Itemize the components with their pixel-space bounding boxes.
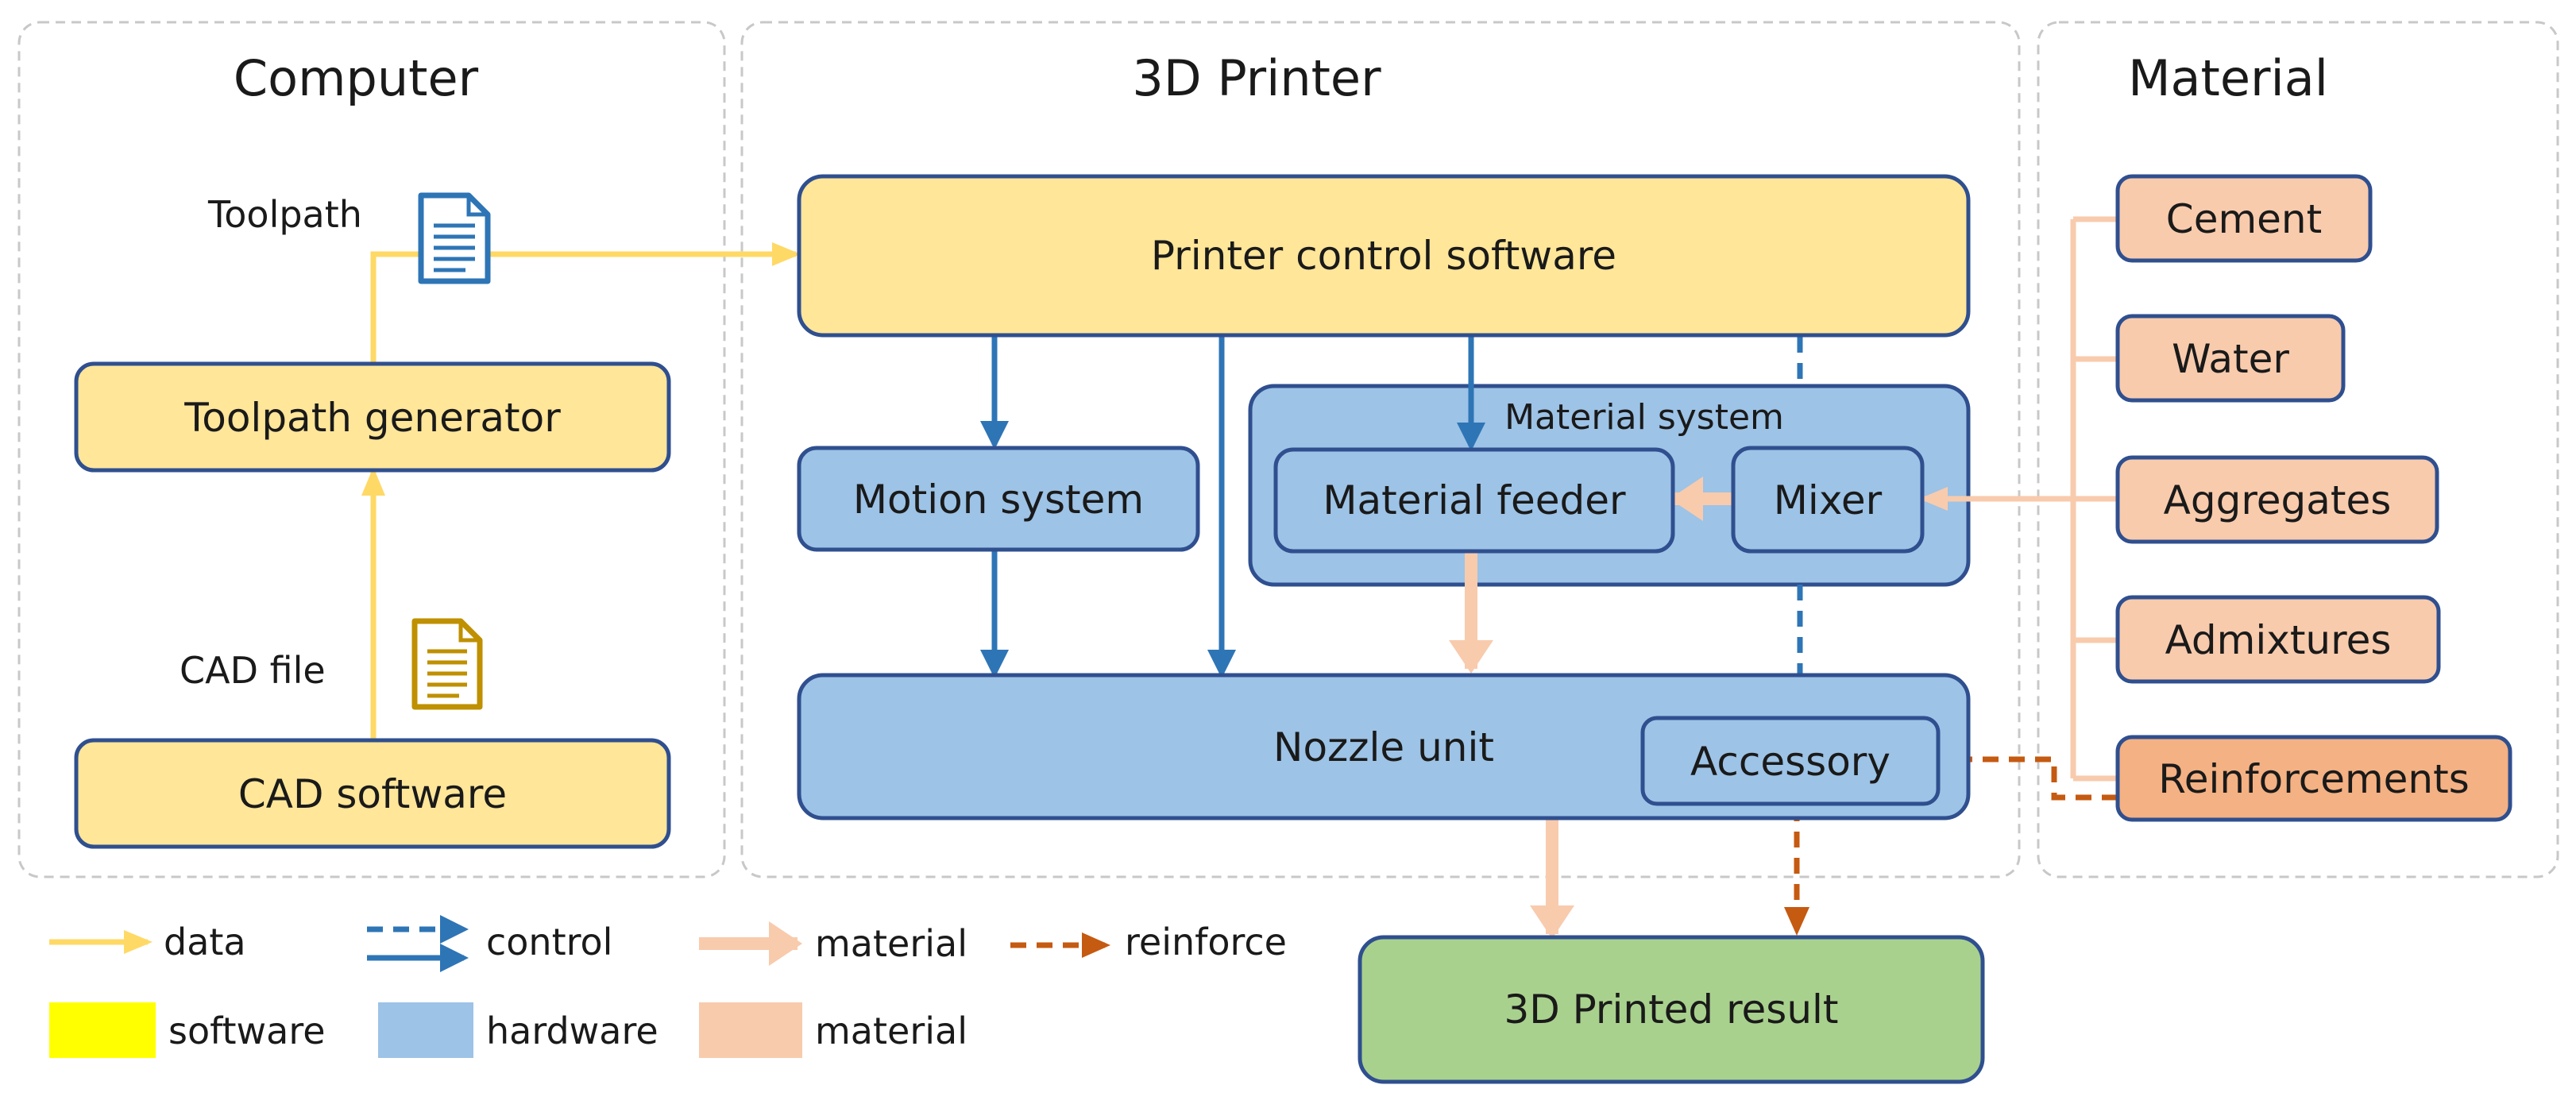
cad-software-box (74, 738, 671, 849)
reinforcements-to-accessory-arrow (1940, 747, 2118, 801)
reinforcements-box (2115, 735, 2512, 822)
mixer-label: Mixer (1774, 477, 1883, 523)
legend-reinforce-label: reinforce (1125, 921, 1287, 963)
accessory-label: Accessory (1690, 739, 1890, 785)
aggregates-box (2115, 455, 2439, 544)
printer-panel-title: 3D Printer (1132, 49, 1381, 107)
legend-control-label: control (486, 921, 612, 963)
aggregates-label: Aggregates (2164, 477, 2392, 523)
printer-control-software-label: Printer control software (1151, 233, 1616, 279)
legend-material-type-label: material (815, 1010, 967, 1052)
nozzle-unit-label: Nozzle unit (1273, 724, 1494, 770)
material-feeder-box (1273, 447, 1675, 554)
toolpath-label: Toolpath (207, 193, 362, 236)
toolpath-generator-box (74, 361, 671, 473)
mixer-box (1731, 446, 1925, 554)
reinforce-flows (1784, 747, 2118, 936)
legend: data control material reinforce software… (49, 915, 1287, 1058)
water-label: Water (2172, 336, 2289, 382)
cad-document-icon (411, 618, 483, 710)
printed-result-box (1358, 935, 1985, 1084)
motion-system-box (797, 446, 1200, 552)
cement-label: Cement (2166, 196, 2322, 242)
legend-material-swatch (699, 1002, 802, 1058)
toolpath-generator-label: Toolpath generator (183, 395, 561, 441)
toolpath-document-icon (418, 192, 491, 284)
cement-box (2115, 174, 2373, 263)
material-panel-title: Material (2128, 49, 2328, 107)
legend-hardware-swatch (378, 1002, 473, 1058)
printed-result-label: 3D Printed result (1504, 986, 1838, 1033)
printer-panel (740, 21, 2021, 878)
reinforcements-label: Reinforcements (2158, 756, 2470, 802)
legend-data-label: data (164, 921, 246, 963)
toolpath-to-printer-arrow (370, 242, 801, 364)
material-panel (2037, 21, 2559, 878)
cad-software-label: CAD software (238, 771, 507, 817)
admixtures-label: Admixtures (2165, 617, 2392, 663)
material-feeder-label: Material feeder (1323, 477, 1626, 523)
water-box (2115, 314, 2346, 403)
cad-file-label: CAD file (180, 649, 326, 692)
legend-material-flow-label: material (815, 922, 967, 965)
material-flows (1449, 216, 2118, 939)
computer-panel (17, 21, 726, 878)
legend-software-label: software (168, 1010, 326, 1052)
printer-control-software-box (797, 174, 1971, 338)
motion-system-label: Motion system (853, 477, 1144, 523)
material-system-label: Material system (1504, 397, 1784, 438)
computer-panel-title: Computer (234, 49, 479, 107)
legend-hardware-label: hardware (486, 1010, 658, 1052)
data-flows (361, 242, 801, 740)
legend-software-swatch (49, 1002, 156, 1058)
accessory-box (1640, 716, 1941, 806)
admixtures-box (2115, 595, 2441, 684)
